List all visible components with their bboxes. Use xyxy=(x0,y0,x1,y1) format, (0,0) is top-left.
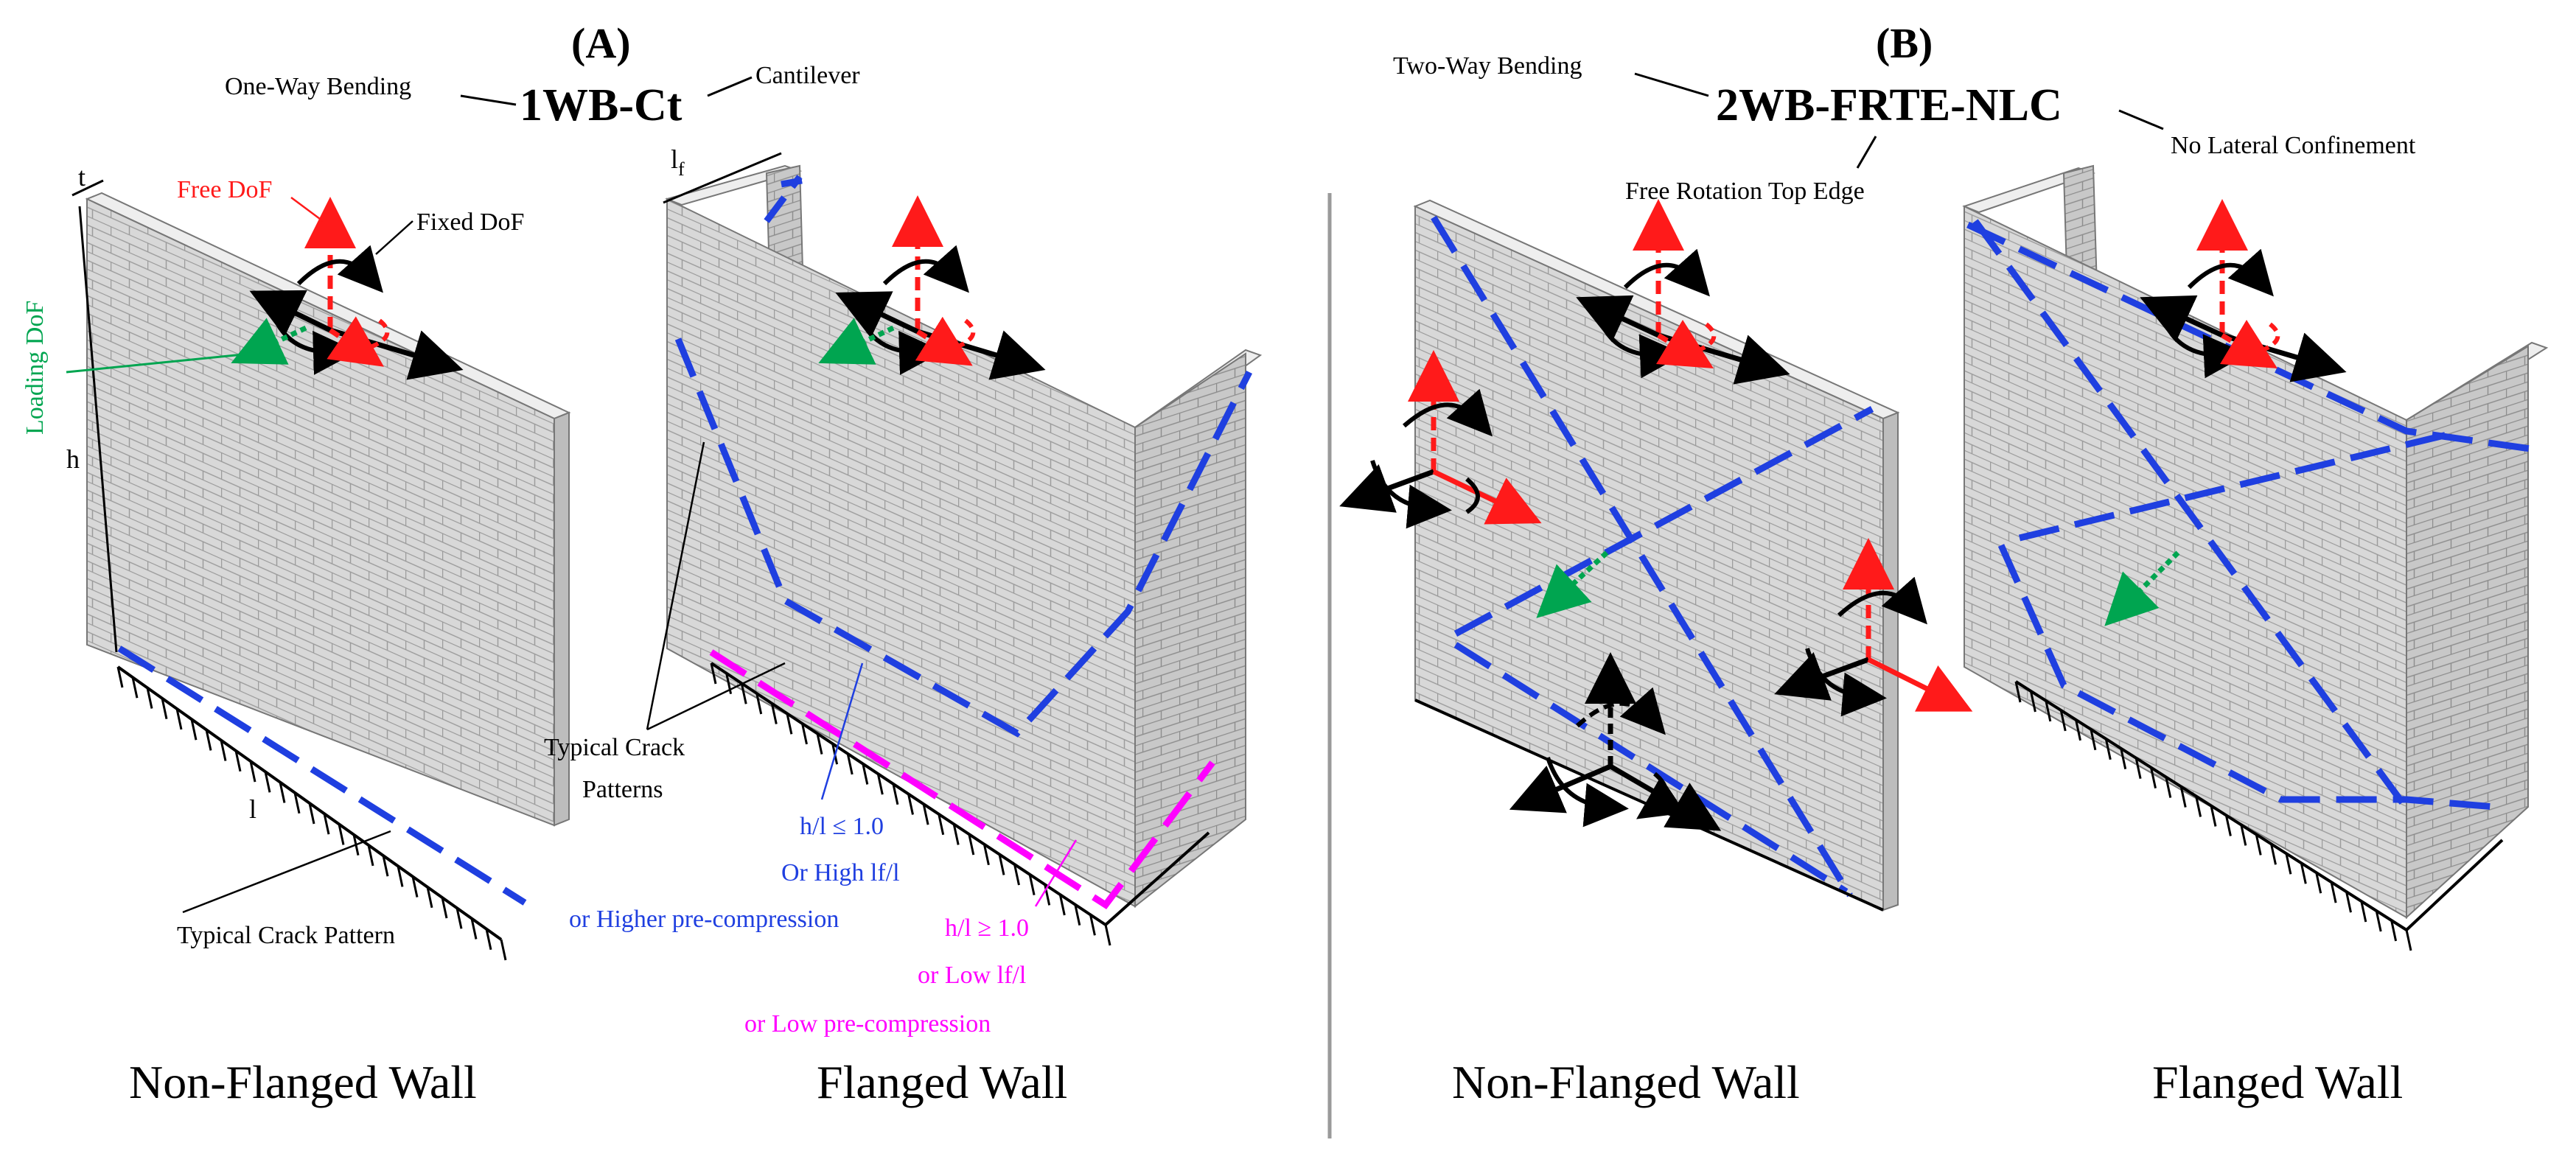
magenta-note-3: or Low pre-compression xyxy=(744,1010,991,1038)
panel-b-label: (B) xyxy=(1876,19,1933,67)
panel-a-code: 1WB-Ct xyxy=(520,80,683,130)
dof-symbol-a1 xyxy=(231,197,464,380)
caption-a-nonflanged: Non-Flanged Wall xyxy=(129,1056,477,1108)
dof-symbol-b1-bottom xyxy=(1509,652,1722,831)
blue-note-2: Or High lf/l xyxy=(781,859,900,886)
loading-arrow-b2 xyxy=(2104,550,2180,626)
free-dof-label: Free DoF xyxy=(177,176,272,203)
crack-line xyxy=(1453,642,1849,895)
panel-a-left-note: One-Way Bending xyxy=(225,73,411,100)
dimension-t xyxy=(71,179,104,197)
dim-h-label: h xyxy=(66,444,80,474)
crack-line xyxy=(117,646,527,906)
crack-line xyxy=(1966,221,2536,453)
crack-pattern-label-a1: Typical Crack Pattern xyxy=(177,922,395,949)
fixed-dof-label: Fixed DoF xyxy=(416,209,524,236)
magenta-note-2: or Low lf/l xyxy=(918,962,1026,989)
crack-patterns-label-2: Patterns xyxy=(582,776,663,803)
crack-line xyxy=(2018,431,2448,542)
dimension-h xyxy=(78,206,118,653)
wall-a-flanged xyxy=(664,164,1263,910)
dim-t-label: t xyxy=(78,162,85,192)
leader-lines-a2 xyxy=(646,441,1078,907)
wall-b-flanged xyxy=(1962,164,2549,920)
dof-symbol-b1-left xyxy=(1339,350,1542,529)
dimension-lf xyxy=(663,152,782,204)
loading-dof-label: Loading DoF xyxy=(21,301,49,435)
base-support-b2 xyxy=(2014,680,2504,951)
crack-line xyxy=(1431,215,1853,898)
crack-line xyxy=(1453,406,1874,637)
dof-symbol-a2 xyxy=(818,195,1046,380)
base-support-a1 xyxy=(116,665,507,961)
leader-lines-a xyxy=(66,196,413,914)
dim-lf-label: lf xyxy=(671,144,685,180)
dof-symbol-b1-right xyxy=(1774,538,1973,717)
panel-b-right-note: No Lateral Confinement xyxy=(2171,132,2416,159)
dof-symbol-b2 xyxy=(2140,199,2347,382)
crack-line xyxy=(709,649,1215,910)
base-support-a2 xyxy=(710,662,1210,946)
panel-b-code: 2WB-FRTE-NLC xyxy=(1716,80,2062,130)
crack-patterns-label-1: Typical Crack xyxy=(544,734,685,761)
crack-line xyxy=(764,175,803,223)
dim-l-label: l xyxy=(249,794,256,824)
panel-b-bottom-note: Free Rotation Top Edge xyxy=(1625,178,1865,205)
loading-arrow-b1 xyxy=(1536,550,1609,618)
blue-note-1: h/l ≤ 1.0 xyxy=(800,813,884,840)
dof-symbol-b1-top xyxy=(1576,199,1790,385)
caption-b-flanged: Flanged Wall xyxy=(2152,1056,2403,1108)
crack-line xyxy=(1972,219,2406,805)
panel-a-right-note: Cantilever xyxy=(755,62,860,89)
crack-line xyxy=(1997,544,2496,811)
magenta-note-1: h/l ≥ 1.0 xyxy=(945,914,1029,942)
panel-b-left-note: Two-Way Bending xyxy=(1393,52,1582,80)
caption-b-nonflanged: Non-Flanged Wall xyxy=(1452,1056,1800,1108)
blue-note-3: or Higher pre-compression xyxy=(569,906,839,933)
crack-line xyxy=(674,337,1253,738)
caption-a-flanged: Flanged Wall xyxy=(817,1056,1067,1108)
panel-a-label: (A) xyxy=(571,19,631,67)
